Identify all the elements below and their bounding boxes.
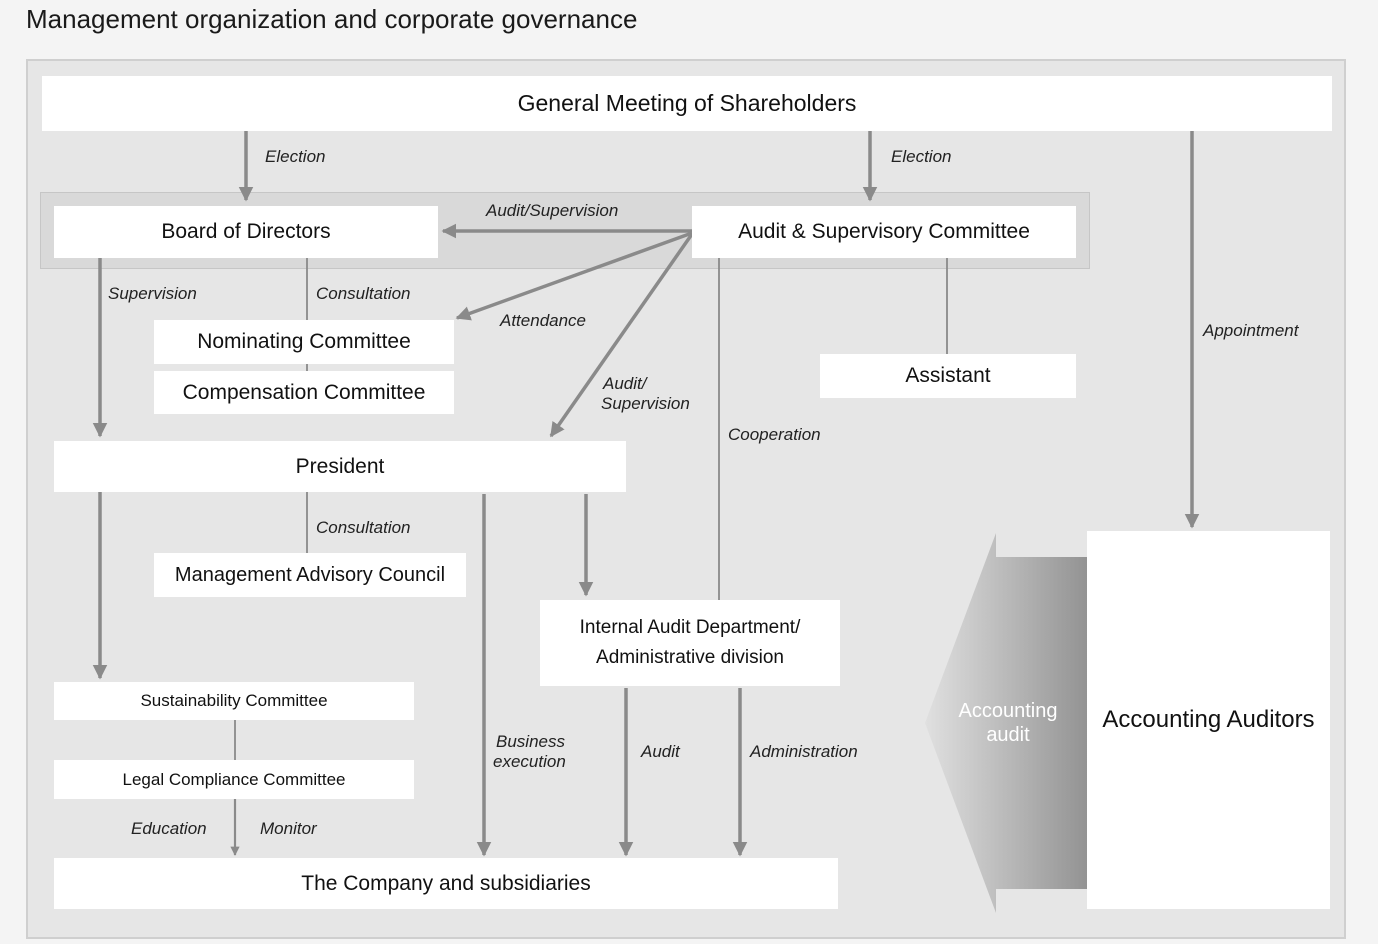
- edge-label-consultation-president: Consultation: [316, 518, 411, 537]
- company-label: The Company and subsidiaries: [301, 871, 591, 895]
- audit-committee-label: Audit & Supervisory Committee: [738, 220, 1030, 243]
- edge-label-monitor: Monitor: [260, 819, 317, 838]
- internal-audit-label-line2: Administrative division: [596, 647, 784, 668]
- board-box: Board of Directors: [54, 206, 438, 258]
- edge-label-audit: Audit: [641, 742, 680, 761]
- edge-label-appointment: Appointment: [1203, 321, 1299, 340]
- edge-label-cooperation: Cooperation: [728, 425, 821, 444]
- internal-audit-label-line1: Internal Audit Department/: [579, 617, 801, 638]
- legal-label: Legal Compliance Committee: [122, 769, 346, 789]
- audit-committee-box: Audit & Supervisory Committee: [692, 206, 1076, 258]
- company-box: The Company and subsidiaries: [54, 858, 838, 909]
- advisory-box: Management Advisory Council: [154, 553, 466, 597]
- shareholders-label: General Meeting of Shareholders: [517, 90, 857, 116]
- accounting-audit-label: Accounting audit: [944, 699, 1072, 747]
- sustainability-label: Sustainability Committee: [140, 691, 328, 710]
- president-box: President: [54, 441, 626, 492]
- internal-audit-box: Internal Audit Department/ Administrativ…: [540, 600, 840, 686]
- compensation-label: Compensation Committee: [182, 380, 426, 404]
- accounting-audit-line1: Accounting: [958, 700, 1058, 722]
- advisory-label: Management Advisory Council: [174, 563, 446, 586]
- shareholders-box: General Meeting of Shareholders: [42, 76, 1332, 131]
- edge-label-election-left: Election: [265, 147, 326, 166]
- page-title: Management organization and corporate go…: [26, 4, 638, 34]
- president-label: President: [295, 454, 385, 478]
- auditors-box: Accounting Auditors: [1087, 531, 1330, 909]
- nominating-label: Nominating Committee: [197, 330, 411, 353]
- accounting-audit-line2: audit: [986, 724, 1030, 746]
- edge-label-business-execution-2: execution: [493, 752, 566, 771]
- nominating-box: Nominating Committee: [154, 320, 454, 364]
- edge-label-audit-supervision-board: Audit/Supervision: [486, 201, 619, 220]
- edge-label-education: Education: [131, 819, 207, 838]
- board-label: Board of Directors: [161, 220, 331, 243]
- assistant-box: Assistant: [820, 354, 1076, 398]
- edge-label-audit-supervision-president-1: Audit/: [603, 374, 647, 393]
- accounting-audit-arrow: [925, 533, 1087, 913]
- sustainability-box: Sustainability Committee: [54, 682, 414, 720]
- assistant-label: Assistant: [905, 364, 991, 387]
- edge-label-consultation-board: Consultation: [316, 284, 411, 303]
- edge-label-supervision: Supervision: [108, 284, 197, 303]
- edge-label-attendance: Attendance: [500, 311, 587, 330]
- edge-label-business-execution-1: Business: [496, 732, 565, 751]
- compensation-box: Compensation Committee: [154, 371, 454, 414]
- legal-box: Legal Compliance Committee: [54, 760, 414, 799]
- edge-label-audit-supervision-president-2: Supervision: [601, 394, 690, 413]
- edge-label-administration: Administration: [750, 742, 858, 761]
- edge-label-election-right: Election: [891, 147, 952, 166]
- auditors-label: Accounting Auditors: [1102, 706, 1315, 733]
